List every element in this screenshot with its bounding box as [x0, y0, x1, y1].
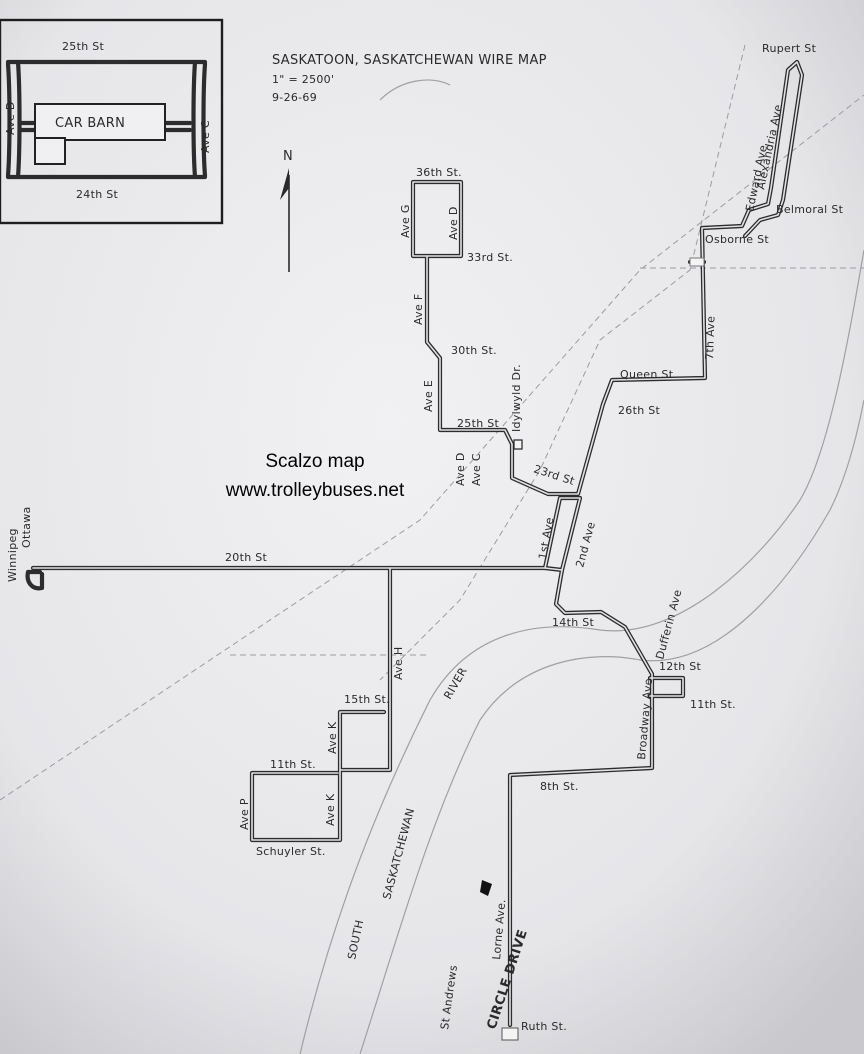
label-ave-k-north: Ave K: [326, 721, 339, 754]
map-date: 9-26-69: [272, 91, 317, 104]
label-belmoral-st: Belmoral St: [776, 203, 844, 216]
railway-line: [0, 94, 864, 801]
label-8th-st: 8th St.: [540, 780, 579, 793]
label-11th-st-east: 11th St.: [690, 698, 736, 711]
label-queen-st: Queen St: [620, 368, 674, 381]
label-26th-st: 26th St: [618, 404, 661, 417]
label-ave-f: Ave F: [412, 294, 425, 325]
label-7th-ave: 7th Ave: [703, 316, 718, 360]
label-36th-st: 36th St.: [416, 166, 462, 179]
river-bank: [359, 399, 864, 1054]
car-barn-label: CAR BARN: [55, 116, 125, 131]
label-14th-st: 14th St: [552, 616, 595, 629]
car-barn-inset: CAR BARN 25th St 24th St Ave D Ave C: [0, 18, 224, 225]
junction-mark: [513, 439, 523, 450]
label-30th-st: 30th St.: [451, 344, 497, 357]
label-ave-d-north: Ave D: [447, 206, 460, 240]
label-osborne-st: Osborne St: [705, 233, 769, 246]
wire-winnipeg-loop: [25, 569, 45, 591]
label-11th-st-west: 11th St.: [270, 758, 316, 771]
label-idylwyld-dr: Idylwyld Dr.: [510, 364, 523, 432]
label-33rd-st: 33rd St.: [467, 251, 513, 264]
watermark-url: www.trolleybuses.net: [225, 480, 405, 501]
label-25th-st: 25th St: [457, 417, 500, 430]
label-ave-g: Ave G: [399, 204, 412, 238]
label-ruth-st: Ruth St.: [521, 1020, 567, 1033]
watermark-title: Scalzo map: [265, 451, 364, 472]
label-12th-st: 12th St: [659, 660, 702, 673]
label-lorne-ave: Lorne Ave.: [490, 898, 508, 960]
wire-highlights: [32, 61, 803, 1026]
north-label: N: [283, 149, 293, 164]
label-winnipeg: Winnipeg: [6, 528, 19, 582]
label-15th-st: 15th St.: [344, 693, 390, 706]
junction-mark: [689, 257, 705, 267]
label-ave-c: Ave C: [470, 453, 483, 486]
label-rupert-st: Rupert St: [762, 42, 817, 55]
inset-left-avenue: Ave D: [4, 101, 17, 135]
label-20th-st: 20th St: [225, 551, 268, 564]
map-title: SASKATOON, SASKATCHEWAN WIRE MAP: [272, 53, 547, 68]
car-barn-building: [34, 103, 166, 141]
label-schuyler-st: Schuyler St.: [256, 845, 326, 858]
river-bank: [299, 249, 864, 1054]
map-scale: 1" = 2500': [272, 73, 334, 86]
line-end-marker: [501, 1027, 519, 1041]
label-ottawa: Ottawa: [20, 506, 33, 548]
river-bank: [379, 79, 451, 101]
inset-bottom-street: 24th St: [76, 188, 119, 201]
label-ave-d-south: Ave D: [454, 452, 467, 486]
ink-blot: [480, 880, 492, 896]
north-arrow: N: [280, 149, 293, 272]
railway-line: [379, 44, 746, 681]
inset-right-avenue: Ave C: [199, 120, 212, 153]
label-ave-k-south: Ave K: [324, 793, 337, 826]
inset-top-street: 25th St: [62, 40, 105, 53]
label-ave-p: Ave P: [238, 798, 251, 830]
label-ave-e: Ave E: [422, 380, 435, 412]
label-ave-h: Ave H: [392, 647, 405, 680]
